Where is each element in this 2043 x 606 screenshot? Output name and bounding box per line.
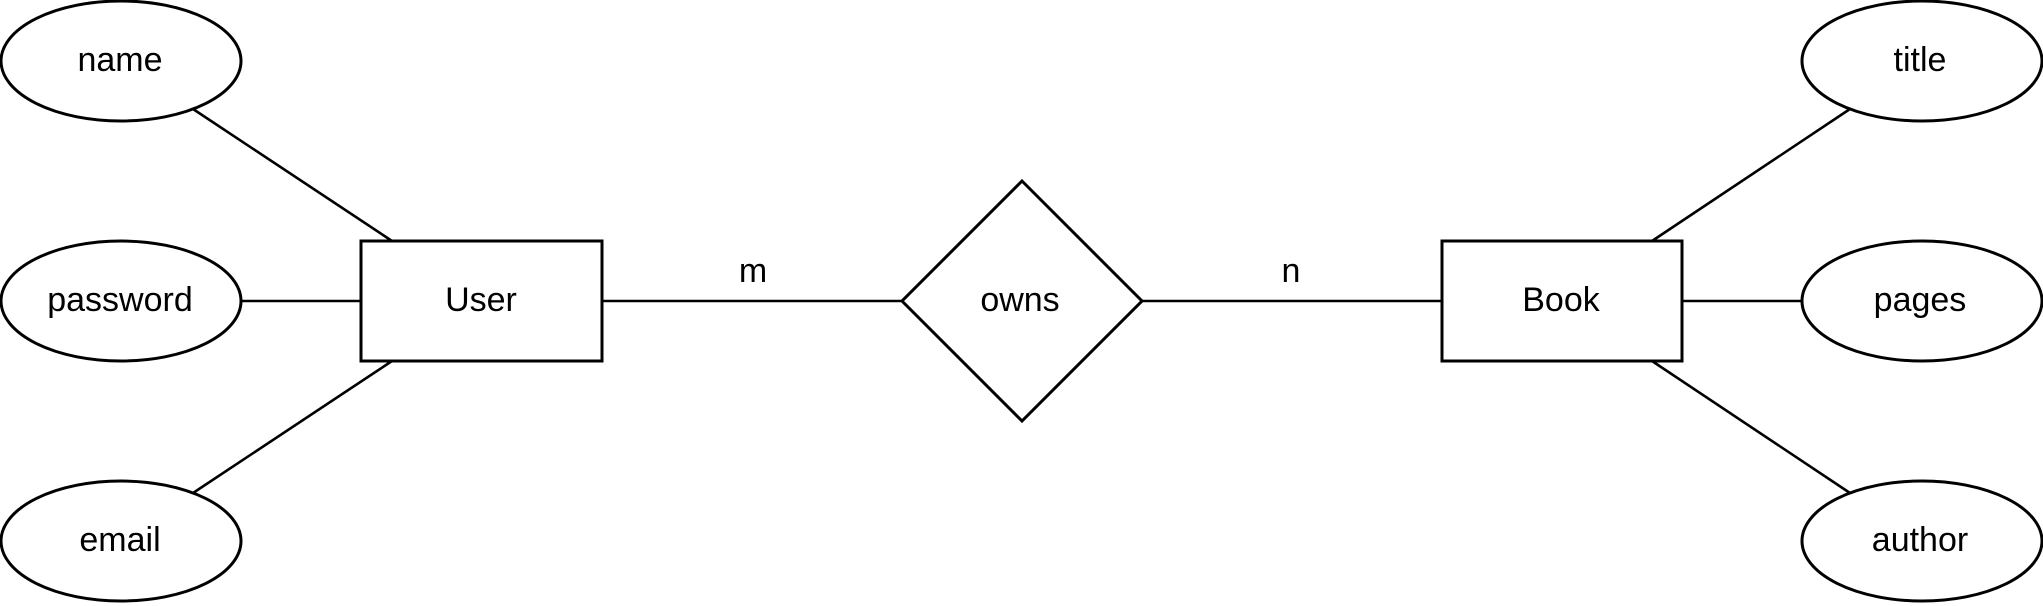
relationship-owns[interactable]: owns <box>899 178 1145 424</box>
attribute-author[interactable]: author <box>1800 479 2043 603</box>
attribute-email-label: email <box>79 521 160 559</box>
entity-user[interactable]: User <box>359 239 604 363</box>
attribute-author-label: author <box>1872 521 1968 559</box>
attribute-email[interactable]: email <box>0 479 243 603</box>
attribute-pages[interactable]: pages <box>1800 239 2043 363</box>
cardinality-n: n <box>1282 252 1301 290</box>
attribute-title-label: title <box>1894 41 1947 79</box>
edge-user-email <box>192 359 393 495</box>
edge-book-title <box>1651 107 1851 243</box>
attribute-name-label: name <box>77 41 162 79</box>
entity-book[interactable]: Book <box>1440 239 1684 363</box>
attribute-pages-label: pages <box>1874 281 1967 319</box>
attribute-name[interactable]: name <box>0 0 243 123</box>
attribute-password[interactable]: password <box>0 239 243 363</box>
relationship-owns-label: owns <box>980 281 1059 319</box>
attribute-password-label: password <box>47 281 193 319</box>
edge-user-name <box>192 107 393 243</box>
edge-book-author <box>1651 359 1851 495</box>
cardinality-m: m <box>739 252 767 290</box>
entity-book-label: Book <box>1522 281 1600 319</box>
entity-user-label: User <box>445 281 517 319</box>
attribute-title[interactable]: title <box>1800 0 2043 123</box>
